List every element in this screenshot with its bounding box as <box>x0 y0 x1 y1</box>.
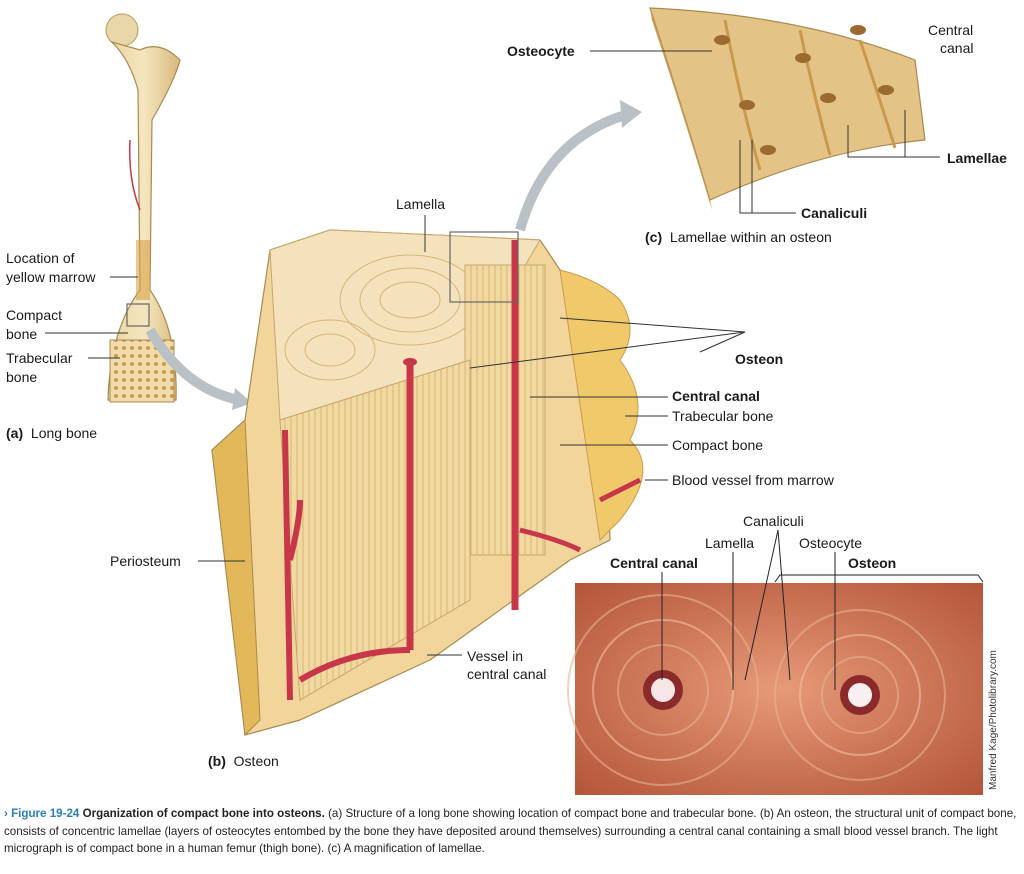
caption-text: (a) Structure of a long bone showing loc… <box>4 807 1017 855</box>
caption-figure-number: › Figure 19-24 <box>4 807 80 820</box>
caption-title: Organization of compact bone into osteon… <box>82 807 325 820</box>
label-lamellae: Lamellae <box>947 150 1007 166</box>
label-compact-bone-line1: Compact <box>6 307 63 323</box>
label-blood-vessel: Blood vessel from marrow <box>672 472 834 488</box>
label-vessel-in-line1: Vessel in <box>467 648 524 664</box>
arrow-a-to-b <box>145 327 241 405</box>
label-periosteum: Periosteum <box>110 553 181 569</box>
panel-b-name: Osteon <box>233 753 279 769</box>
osteon-block-illustration <box>211 229 644 737</box>
arrow-b-to-c <box>515 110 627 232</box>
label-trabecular-bone: Trabecular bone <box>672 408 774 424</box>
label-trabecular-bone-line2: bone <box>6 369 38 385</box>
panel-a-letter: (a) <box>6 425 24 441</box>
label-lamella: Lamella <box>396 196 446 212</box>
label-trabecular-bone-line1: Trabecular <box>6 350 73 366</box>
label-location-yellow-marrow-line2: yellow marrow <box>6 269 96 285</box>
figure-caption: › Figure 19-24 Organization of compact b… <box>4 805 1020 858</box>
panel-c-letter: (c) <box>645 229 663 245</box>
label-compact-bone: Compact bone <box>672 437 764 453</box>
lamellae-illustration <box>649 7 926 210</box>
panel-c-name: Lamellae within an osteon <box>669 229 832 245</box>
label-central-canal-c-line1: Central <box>928 22 974 38</box>
leader-lines-c <box>590 50 940 214</box>
micro-label-canaliculi: Canaliculi <box>743 513 804 529</box>
panel-a-name: Long bone <box>30 425 98 441</box>
label-location-yellow-marrow-line1: Location of <box>6 250 75 266</box>
micro-label-central-canal: Central canal <box>610 555 698 571</box>
label-compact-bone-line2: bone <box>6 326 38 342</box>
label-central-canal-c-line2: canal <box>940 40 974 56</box>
leader-lines-micro <box>661 529 984 690</box>
long-bone-illustration <box>105 13 181 403</box>
panel-b-letter: (b) <box>208 753 226 769</box>
micro-label-osteocyte: Osteocyte <box>799 535 863 551</box>
leader-lines-a <box>45 276 138 359</box>
panel-a-title: (a) Long bone <box>6 425 97 442</box>
arrow-head-icon <box>620 100 642 128</box>
label-canaliculi: Canaliculi <box>801 205 868 221</box>
panel-c-title: (c) Lamellae within an osteon <box>645 229 832 246</box>
label-vessel-in-line2: central canal <box>467 666 547 682</box>
label-central-canal: Central canal <box>672 388 760 404</box>
label-osteocyte: Osteocyte <box>507 43 575 59</box>
leader-lines-b <box>198 215 746 656</box>
photo-credit: Manfred Kage/Photolibrary.com <box>988 650 999 790</box>
panel-b-title: (b) Osteon <box>208 753 279 770</box>
micrograph-image <box>567 583 983 795</box>
label-osteon: Osteon <box>735 351 784 367</box>
micro-label-lamella: Lamella <box>705 535 755 551</box>
micro-label-osteon: Osteon <box>848 555 897 571</box>
